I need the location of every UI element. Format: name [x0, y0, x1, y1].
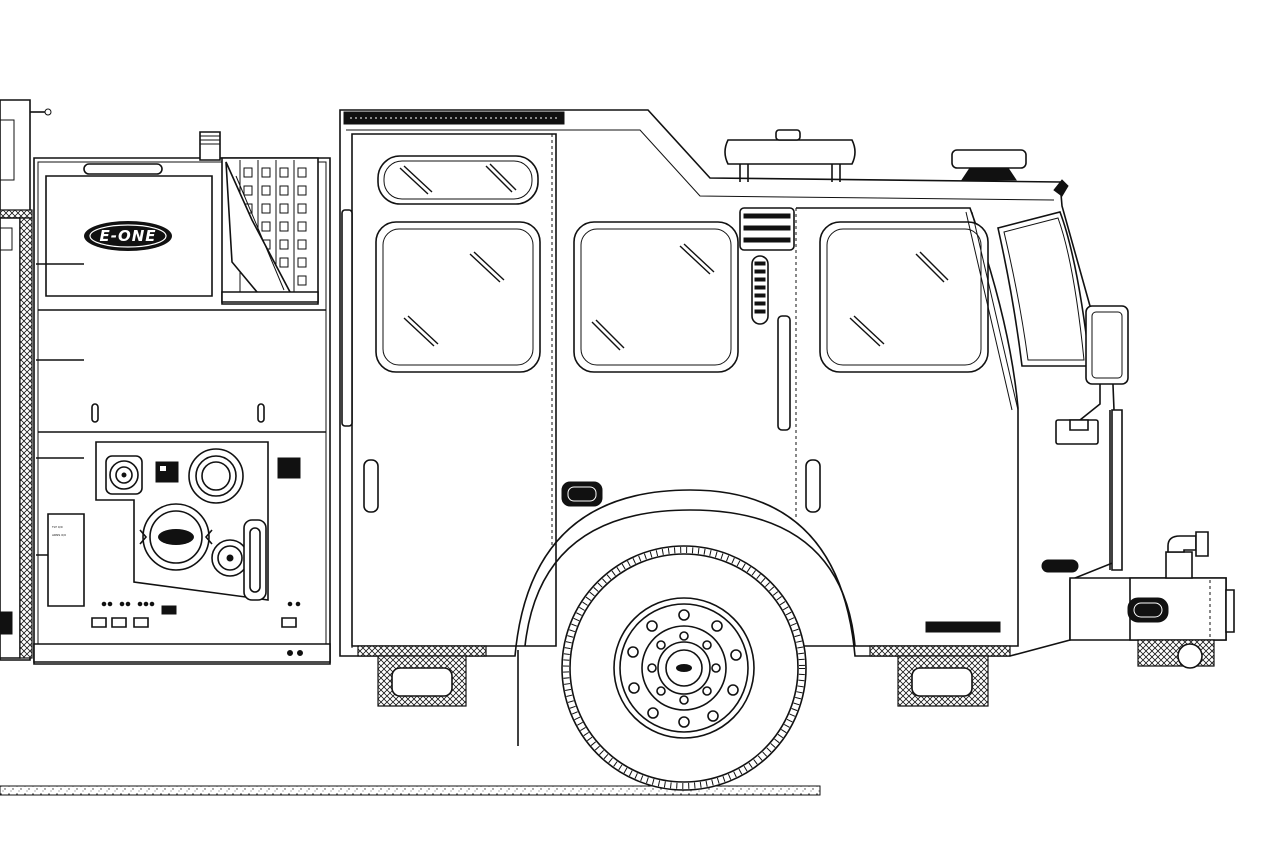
main-intake [140, 504, 212, 570]
discharge-outlet-2 [189, 449, 243, 503]
emergency-light [725, 130, 855, 182]
logo-text: E-ONE [99, 227, 156, 245]
window-glare [400, 164, 948, 350]
front-wheel [518, 510, 855, 790]
front-door-handle[interactable] [806, 460, 820, 512]
middle-window [574, 222, 738, 372]
eone-logo [84, 221, 172, 251]
rear-upper-window [378, 156, 538, 204]
discharge-outlet-3 [212, 540, 248, 576]
roof-beacon-light [952, 150, 1026, 180]
cab [340, 110, 1128, 656]
rear-door-handle[interactable] [364, 460, 378, 512]
discharge-outlet-1 [106, 456, 142, 494]
ground-line [0, 786, 820, 795]
side-mirror [1056, 306, 1128, 444]
cab-steps [358, 646, 1010, 706]
rear-door-window [376, 222, 540, 372]
front-bumper [1070, 532, 1234, 668]
svg-text:ARNS 0/0: ARNS 0/0 [52, 533, 66, 537]
svg-text:TLT 0/0: TLT 0/0 [51, 525, 63, 529]
pump-panel-body: E-ONE [0, 100, 330, 664]
front-door-window [820, 222, 988, 372]
